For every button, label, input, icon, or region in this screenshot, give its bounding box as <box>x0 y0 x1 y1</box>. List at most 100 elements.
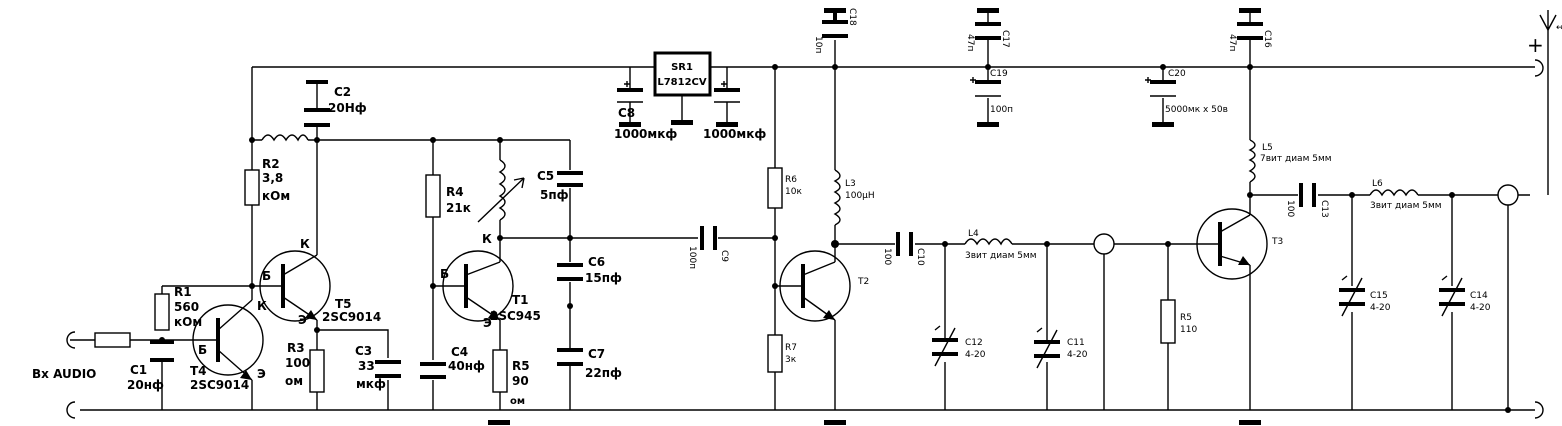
svg-text:C20: C20 <box>1168 69 1186 79</box>
svg-text:1000мкф: 1000мкф <box>703 127 766 141</box>
svg-text:3вит диам 5мм: 3вит диам 5мм <box>965 251 1037 261</box>
wires <box>70 10 1557 411</box>
inductors <box>261 134 1419 246</box>
svg-text:К: К <box>257 299 267 313</box>
svg-text:R6: R6 <box>785 175 797 185</box>
r4-body <box>425 174 441 218</box>
svg-text:90: 90 <box>512 374 529 388</box>
svg-text:C7: C7 <box>588 347 605 361</box>
svg-text:2SC9014: 2SC9014 <box>322 310 381 324</box>
svg-text:15пф: 15пф <box>585 271 622 285</box>
r2-body <box>244 169 260 206</box>
svg-text:Э: Э <box>483 316 492 330</box>
sr1-model: L7812CV <box>657 77 707 88</box>
svg-text:R7: R7 <box>785 343 797 353</box>
svg-text:R3: R3 <box>287 341 305 355</box>
svg-text:10к: 10к <box>785 187 802 197</box>
svg-text:C6: C6 <box>588 255 605 269</box>
svg-text:2SC945: 2SC945 <box>490 309 541 323</box>
svg-text:47п: 47п <box>965 34 975 51</box>
svg-text:C14: C14 <box>1470 291 1488 301</box>
antenna-mark: ↔ <box>1556 23 1562 33</box>
svg-text:Б: Б <box>198 343 207 357</box>
svg-text:110: 110 <box>1180 325 1197 335</box>
transistors <box>192 208 1268 381</box>
svg-text:мкф: мкф <box>356 377 386 391</box>
svg-text:C4: C4 <box>451 345 468 359</box>
svg-text:C9: C9 <box>719 250 729 262</box>
svg-text:ом: ом <box>510 396 525 407</box>
svg-text:3,8: 3,8 <box>262 171 283 185</box>
svg-text:C8: C8 <box>618 106 635 120</box>
svg-text:R4: R4 <box>446 185 464 199</box>
output-terminals <box>1093 59 1544 419</box>
svg-text:40нф: 40нф <box>448 359 485 373</box>
svg-text:Э: Э <box>298 313 307 327</box>
ground-marks <box>306 8 1261 425</box>
svg-text:3к: 3к <box>785 355 797 365</box>
svg-text:R2: R2 <box>262 157 280 171</box>
svg-text:К: К <box>482 232 492 246</box>
svg-text:кОм: кОм <box>174 315 202 329</box>
svg-text:C1: C1 <box>130 363 147 377</box>
svg-text:C15: C15 <box>1370 291 1388 301</box>
svg-text:47п: 47п <box>1227 34 1237 51</box>
svg-text:C17: C17 <box>1000 30 1010 48</box>
svg-text:100μH: 100μH <box>845 191 875 201</box>
svg-text:T5: T5 <box>335 297 352 311</box>
r5b-body <box>1160 299 1176 344</box>
svg-text:C2: C2 <box>334 85 351 99</box>
svg-text:7вит диам 5мм: 7вит диам 5мм <box>1260 154 1332 164</box>
svg-text:L4: L4 <box>968 229 979 239</box>
polarity-marks <box>624 77 1151 87</box>
r7-body <box>767 334 783 373</box>
svg-text:5000мк х 50в: 5000мк х 50в <box>1165 105 1228 115</box>
svg-text:L3: L3 <box>845 179 856 189</box>
input-terminals <box>66 331 131 419</box>
r5-body <box>492 349 508 393</box>
svg-text:C16: C16 <box>1262 30 1272 48</box>
svg-text:4-20: 4-20 <box>1370 303 1391 313</box>
svg-text:R5: R5 <box>1180 313 1192 323</box>
svg-text:C19: C19 <box>990 69 1008 79</box>
svg-text:T1: T1 <box>512 293 529 307</box>
svg-text:C5: C5 <box>537 169 554 183</box>
svg-text:C11: C11 <box>1067 338 1085 348</box>
svg-text:кОм: кОм <box>262 189 290 203</box>
svg-text:33: 33 <box>358 359 375 373</box>
junction-dots <box>159 64 1511 413</box>
svg-text:L5: L5 <box>1262 143 1273 153</box>
svg-text:1000мкф: 1000мкф <box>614 127 677 141</box>
r3-body <box>309 349 325 393</box>
svg-text:C3: C3 <box>355 344 372 358</box>
capacitors <box>150 13 1465 379</box>
svg-text:C13: C13 <box>1319 200 1329 218</box>
svg-text:К: К <box>300 237 310 251</box>
svg-text:560: 560 <box>174 300 199 314</box>
svg-text:Б: Б <box>440 267 449 281</box>
svg-text:R5: R5 <box>512 359 530 373</box>
r1-body <box>154 293 170 331</box>
resistors <box>154 167 1176 393</box>
svg-text:100п: 100п <box>687 246 697 269</box>
svg-text:ом: ом <box>285 374 303 388</box>
svg-text:R1: R1 <box>174 285 192 299</box>
svg-text:C10: C10 <box>915 248 925 266</box>
svg-text:T2: T2 <box>857 277 869 287</box>
sr1-label: SR1 <box>671 62 693 73</box>
svg-text:5пф: 5пф <box>540 188 569 202</box>
svg-text:10п: 10п <box>813 36 823 53</box>
regulator-sr1: SR1 L7812CV <box>653 51 712 97</box>
r6-body <box>767 167 783 209</box>
svg-text:4-20: 4-20 <box>1067 350 1088 360</box>
svg-text:100: 100 <box>1285 200 1295 217</box>
svg-text:22пф: 22пф <box>585 366 622 380</box>
svg-text:C18: C18 <box>847 8 857 26</box>
svg-text:T4: T4 <box>190 364 207 378</box>
svg-text:T3: T3 <box>1271 237 1283 247</box>
svg-text:L6: L6 <box>1372 179 1383 189</box>
svg-text:20нф: 20нф <box>127 378 164 392</box>
svg-text:Б: Б <box>262 269 271 283</box>
svg-text:21к: 21к <box>446 201 471 215</box>
